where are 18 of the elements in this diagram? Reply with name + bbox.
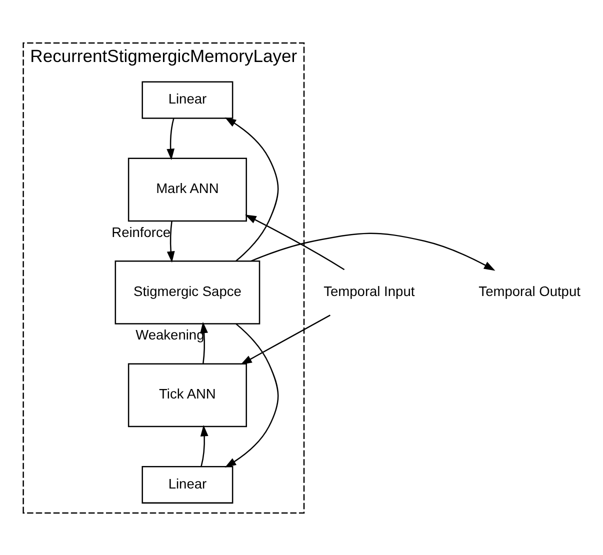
arrow xyxy=(166,118,175,160)
node-box: Linear xyxy=(142,80,234,118)
arrow xyxy=(245,214,345,270)
arrow xyxy=(250,232,496,270)
node-text: Temporal Input xyxy=(324,283,415,298)
edge-label: Weakening xyxy=(136,327,204,342)
node-box: Linear xyxy=(142,465,234,504)
arrow xyxy=(200,424,208,466)
arrow xyxy=(224,116,279,261)
node-text: Temporal Output xyxy=(478,283,580,298)
arrow xyxy=(200,321,208,364)
node-box: Tick ANN xyxy=(128,362,247,427)
arrow xyxy=(224,322,279,467)
edge-label: Reinforce xyxy=(112,224,171,240)
node-box: Mark ANN xyxy=(128,157,247,222)
node-box: Stigmergic Sapce xyxy=(114,260,260,324)
arrow xyxy=(166,220,175,262)
arrow xyxy=(240,314,330,364)
